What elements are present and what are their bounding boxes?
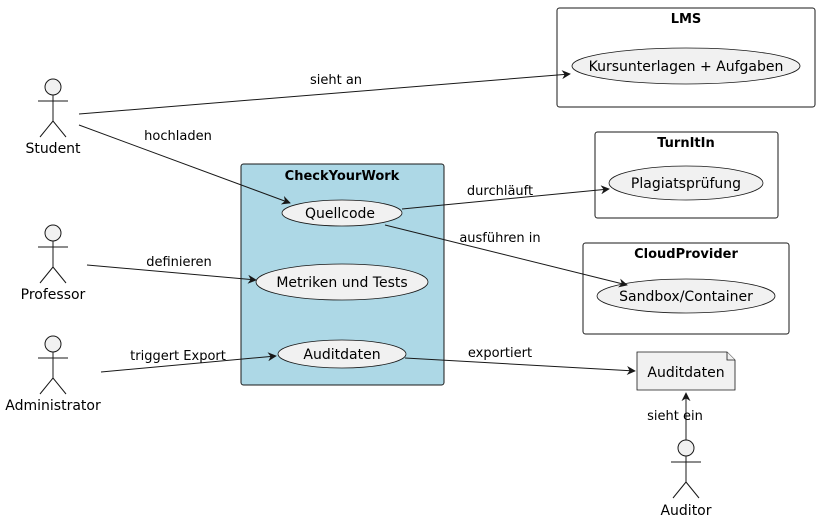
edge-student-kursunterlagen: sieht an <box>78 70 571 115</box>
package-cloudprovider: CloudProvider Sandbox/Container <box>582 242 790 335</box>
actor-body <box>38 241 68 284</box>
actor-body <box>38 95 68 138</box>
actor-administrator[interactable]: Administrator <box>5 335 101 414</box>
edge-label-sieht-ein: sieht ein <box>647 409 703 424</box>
package-checkyourwork: CheckYourWork Quellcode Metriken und Tes… <box>240 163 445 386</box>
usecase-sandbox[interactable] <box>596 278 776 314</box>
actor-head <box>44 224 62 242</box>
package-cloudprovider-title: CloudProvider <box>634 247 738 262</box>
edge-label-sieht-an: sieht an <box>310 73 362 88</box>
actor-auditor-label: Auditor <box>660 503 711 519</box>
edge-label-exportiert: exportiert <box>468 346 532 361</box>
actor-student[interactable]: Student <box>25 78 81 157</box>
edge-professor-metriken: definieren <box>86 255 257 284</box>
usecase-quellcode-label: Quellcode <box>305 206 375 222</box>
package-turnitin: TurnItIn Plagiatsprüfung <box>594 131 779 219</box>
package-lms-title: LMS <box>671 12 702 27</box>
actor-head <box>44 335 62 353</box>
edge-quellcode-plagiat: durchläuft <box>401 184 610 210</box>
edge-auditdaten-export: exportiert <box>404 346 636 376</box>
edge-student-quellcode: hochladen <box>78 124 291 205</box>
edge-quellcode-sandbox: ausführen in <box>384 224 628 288</box>
actor-professor-label: Professor <box>21 287 86 303</box>
package-lms: LMS Kursunterlagen + Aufgaben <box>556 7 816 108</box>
usecase-kursunterlagen[interactable] <box>571 47 801 85</box>
edge-auditor-artifact: sieht ein <box>647 392 703 440</box>
usecase-metriken-label: Metriken und Tests <box>276 275 407 291</box>
actor-head <box>44 78 62 96</box>
usecase-quellcode[interactable] <box>281 199 403 227</box>
usecase-auditdaten-label: Auditdaten <box>303 347 380 363</box>
actor-auditor[interactable]: Auditor <box>660 439 712 519</box>
edge-label-durchlaeuft: durchläuft <box>467 184 533 199</box>
package-checkyourwork-title: CheckYourWork <box>285 169 400 184</box>
edge-label-definieren: definieren <box>146 255 212 270</box>
usecase-sandbox-label: Sandbox/Container <box>619 289 753 305</box>
actor-head <box>677 439 695 457</box>
actor-professor[interactable]: Professor <box>21 224 86 303</box>
actor-administrator-label: Administrator <box>5 398 101 414</box>
package-turnitin-title: TurnItIn <box>657 136 715 151</box>
actor-body <box>38 352 68 395</box>
usecase-plagiatspruefung-label: Plagiatsprüfung <box>631 176 741 192</box>
edge-label-triggert-export: triggert Export <box>130 349 226 364</box>
usecase-kursunterlagen-label: Kursunterlagen + Aufgaben <box>589 59 784 75</box>
edge-label-hochladen: hochladen <box>144 129 212 144</box>
edge-label-ausfuehren-in: ausführen in <box>459 231 540 246</box>
artifact-auditdaten[interactable]: Auditdaten <box>636 351 736 391</box>
usecase-plagiatspruefung[interactable] <box>608 165 764 201</box>
actor-student-label: Student <box>25 141 81 157</box>
actor-body <box>671 456 701 499</box>
usecase-auditdaten[interactable] <box>277 339 407 369</box>
edge-admin-auditdaten: triggert Export <box>100 349 277 373</box>
artifact-auditdaten-label: Auditdaten <box>647 365 724 381</box>
